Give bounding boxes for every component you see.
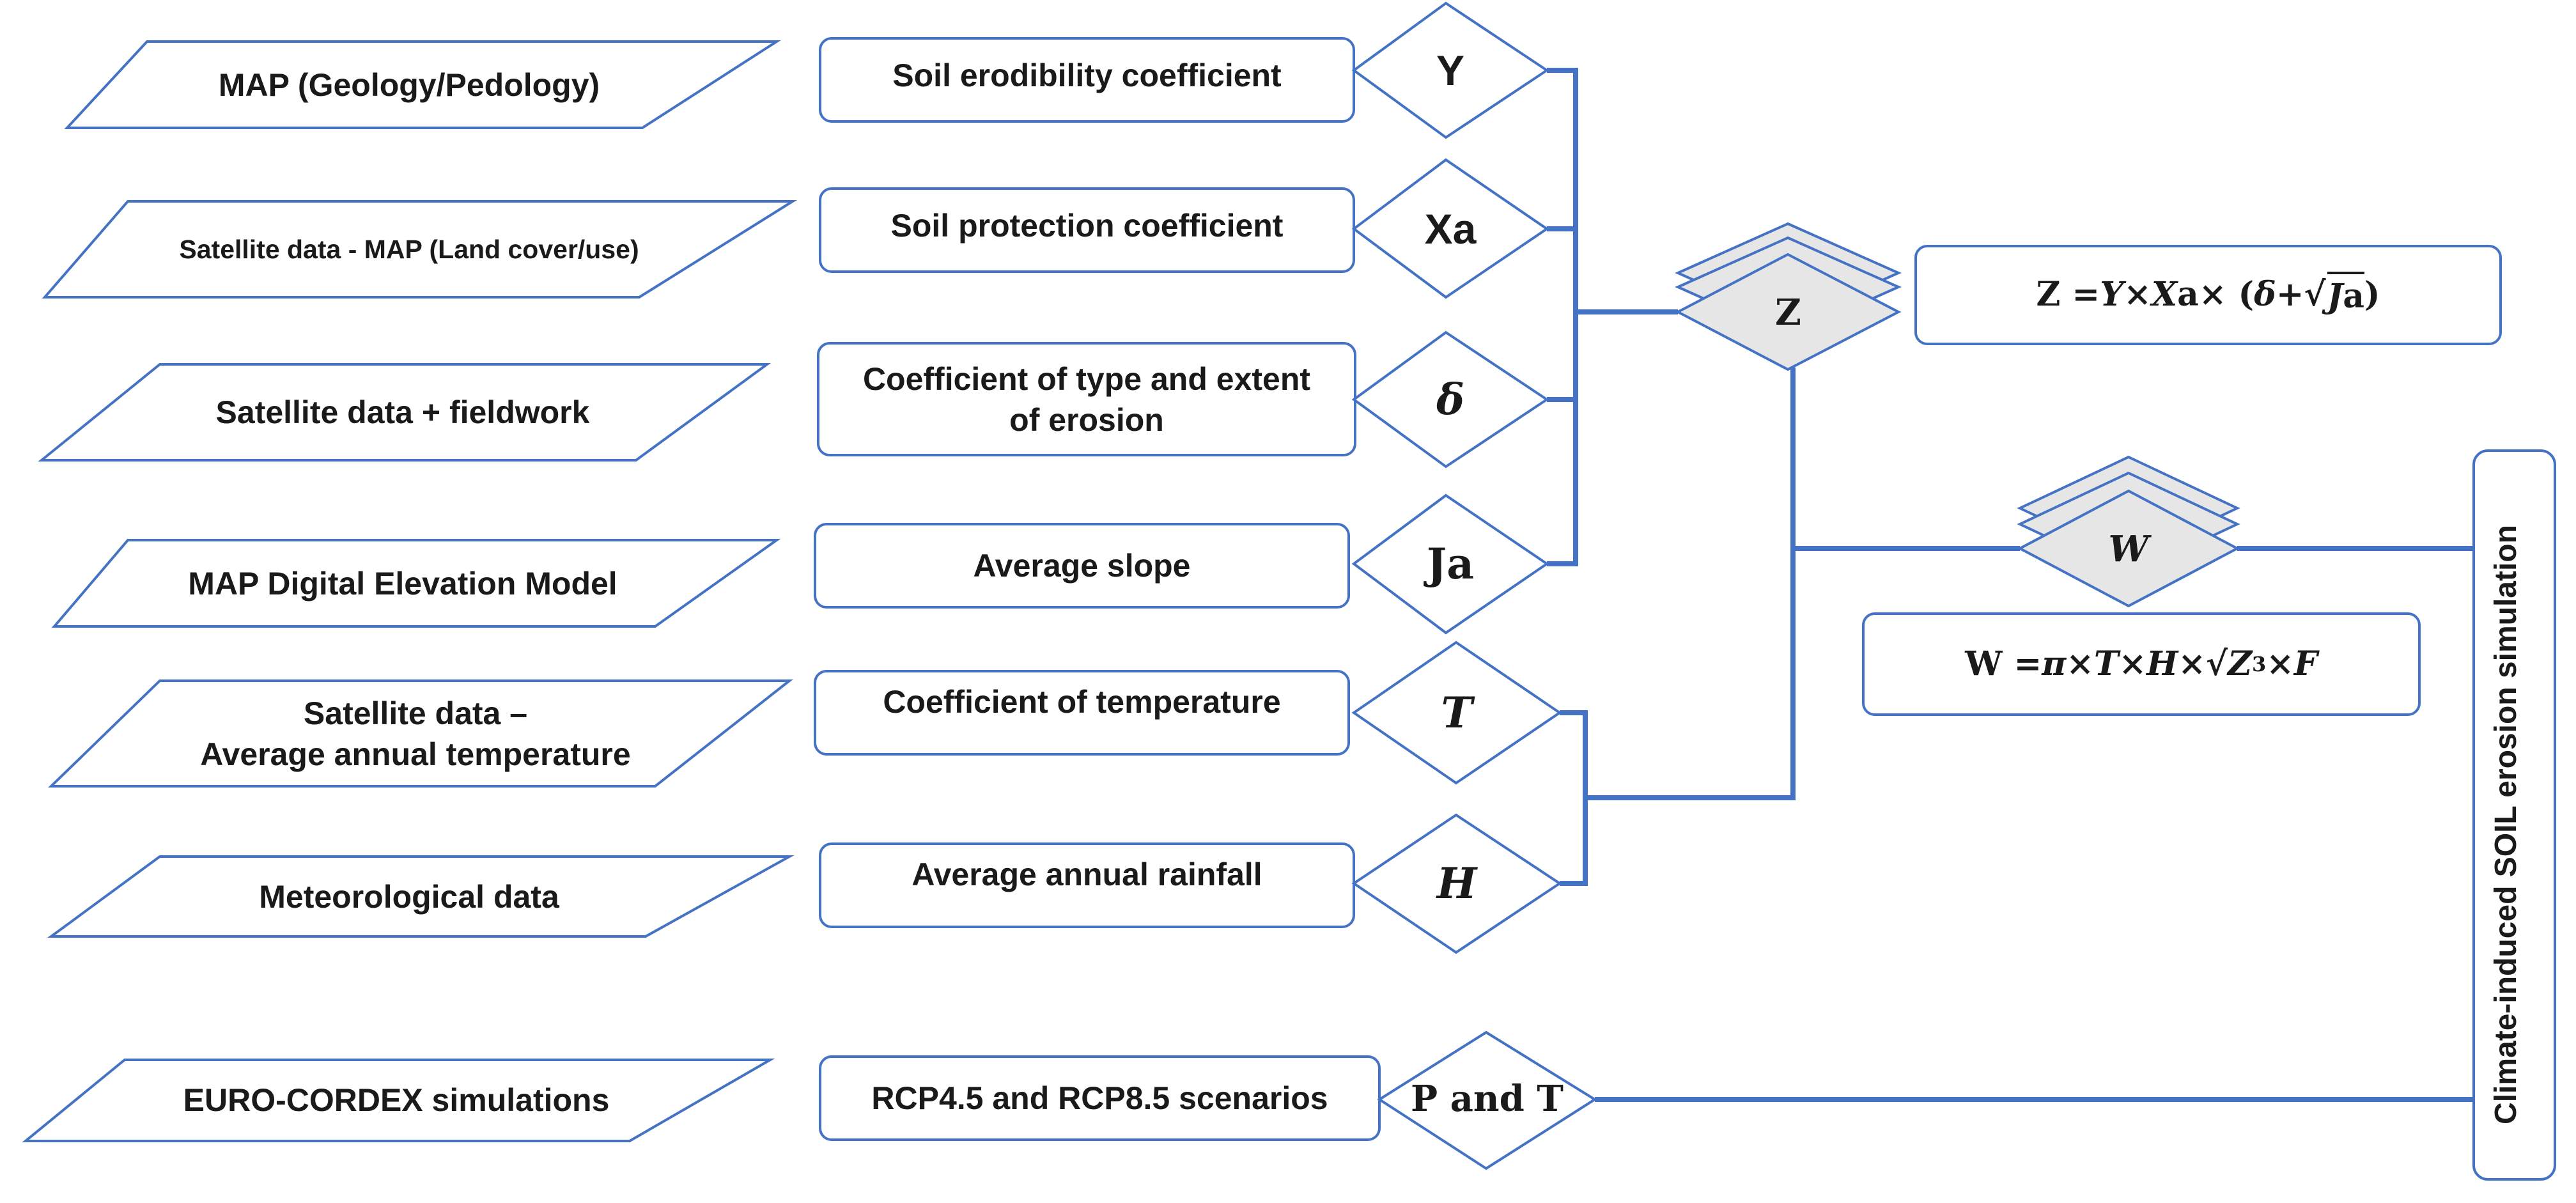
coef-label-7: RCP4.5 and RCP8.5 scenarios (871, 1080, 1328, 1116)
w-node-label: W (2108, 528, 2149, 571)
w-formula-h: H (2146, 644, 2178, 683)
symbol-diamond-t (1351, 640, 1562, 785)
symbol-diamond-xa (1351, 158, 1549, 299)
z-formula-times2: × ( (2198, 275, 2254, 314)
output-box (2472, 449, 2556, 1181)
coef-label-5: Coefficient of temperature (883, 683, 1281, 720)
symbol-diamond-h (1351, 813, 1562, 954)
symbol-ja-text: Ja (1427, 538, 1474, 589)
z-node-label: Z (1775, 291, 1801, 334)
w-formula-t: T (2093, 644, 2119, 683)
source-label-satellite-temp: Satellite data – Average annual temperat… (128, 684, 703, 783)
w-node-stack (2017, 455, 2240, 608)
coef-label-4: Average slope (973, 548, 1191, 584)
z-formula-a2: a (2343, 277, 2364, 316)
coef-box-5 (814, 670, 1350, 756)
z-formula-a: a (2177, 275, 2199, 314)
z-formula: Z = Y × X a × ( δ + √Ja ) (1916, 246, 2501, 344)
coef-label-3-line1: Coefficient of type and extent (862, 361, 1311, 397)
w-formula-f: F (2293, 644, 2318, 683)
symbol-xa: Xa (1424, 205, 1477, 252)
z-formula-delta: δ (2254, 275, 2276, 314)
z-node-stack (1675, 222, 1902, 371)
coef-label-3-line2: of erosion (1009, 401, 1164, 438)
source-label-euro-cordex: EURO-CORDEX simulations (183, 1082, 610, 1118)
symbol-diamond-pt (1377, 1030, 1597, 1170)
source-shape-euro-cordex (22, 1059, 775, 1142)
symbol-t: T (1441, 687, 1473, 738)
w-formula-times3: × (2178, 644, 2206, 683)
source-shape-meteo (47, 855, 795, 938)
z-formula-y: Y (2100, 275, 2124, 314)
sqrt-icon: √ (2304, 275, 2326, 314)
source-label-satellite-temp-line2: Average annual temperature (200, 736, 631, 772)
w-formula-z: Z (2228, 644, 2253, 683)
w-formula-times2: × (2118, 644, 2147, 683)
symbol-ja: Ja (1354, 519, 1547, 609)
source-label-map-geology: MAP (Geology/Pedology) (218, 66, 600, 103)
z-formula-x: X (2151, 275, 2178, 314)
source-label-satellite-temp-line1: Satellite data – (303, 695, 528, 731)
coef-label-3: Coefficient of type and extent of erosio… (818, 343, 1355, 455)
symbol-diamond-ja (1351, 493, 1549, 635)
w-formula-box (1862, 612, 2421, 716)
coef-box-4 (814, 523, 1350, 609)
w-formula-exp: 3 (2252, 651, 2267, 676)
source-label-meteo: Meteorological data (259, 878, 559, 915)
coef-label-6: Average annual rainfall (912, 856, 1262, 892)
symbol-h: H (1436, 858, 1477, 908)
coef-label-1: Soil erodibility coefficient (892, 57, 1282, 93)
connector-lines (1547, 68, 2474, 1102)
z-formula-box (1914, 245, 2502, 345)
w-formula-times4: × (2266, 644, 2294, 683)
w-formula-times1: × (2066, 644, 2094, 683)
z-formula-sqrt-body: Ja (2327, 272, 2364, 318)
z-formula-times1: × (2123, 275, 2152, 314)
source-shape-satellite-field (38, 363, 772, 462)
z-formula-lhs: Z = (2036, 275, 2100, 314)
source-label-satellite-field: Satellite data + fieldwork (215, 394, 590, 430)
symbol-delta: δ (1436, 374, 1465, 424)
w-formula-lhs: W = (1965, 644, 2042, 683)
source-label-satellite-land: Satellite data - MAP (Land cover/use) (179, 234, 639, 264)
source-shape-satellite-land (42, 200, 797, 299)
coef-label-2: Soil protection coefficient (890, 207, 1284, 244)
symbol-y: Y (1436, 46, 1465, 94)
source-label-map-dem: MAP Digital Elevation Model (188, 565, 617, 602)
source-shape-map-dem (51, 539, 781, 628)
w-formula-pi: π (2042, 644, 2067, 683)
output-label: Climate-induced SOIL erosion simulation (2488, 525, 2523, 1124)
z-formula-close: ) (2364, 275, 2380, 314)
z-formula-plus: + (2276, 275, 2304, 314)
symbol-p-and-t: P and T (1411, 1078, 1563, 1121)
symbol-diamond-delta (1351, 330, 1549, 469)
source-shape-map-geology (64, 40, 781, 129)
coef-box-6 (819, 842, 1355, 928)
coef-box-1 (819, 37, 1355, 123)
z-formula-j: J (2327, 277, 2343, 316)
symbol-diamond-y (1351, 1, 1549, 139)
source-shape-satellite-temp (48, 679, 793, 788)
sqrt-icon: √ (2205, 644, 2228, 683)
